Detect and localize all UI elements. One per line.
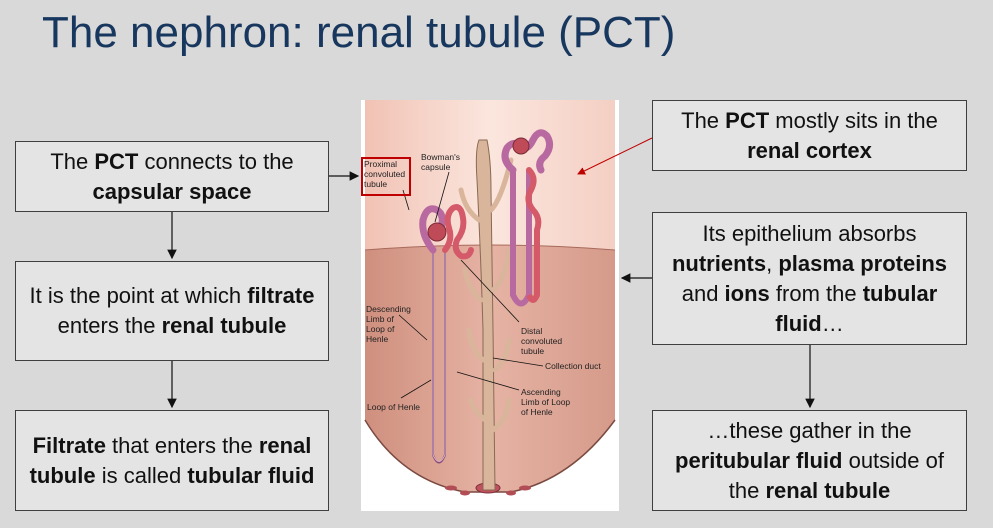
- label-distal-tubule: Distal convoluted tubule: [521, 326, 563, 356]
- bold-term: PCT: [725, 107, 770, 133]
- proximal-tubule-left: [419, 205, 446, 254]
- pct-connects-box: The PCT connects to the capsular space: [15, 141, 329, 212]
- bold-term: renal tubule: [765, 477, 891, 503]
- text-segment: …these gather in the: [707, 417, 912, 443]
- text-segment: is called: [95, 462, 188, 488]
- text-segment: outside of the: [728, 447, 944, 503]
- nephron-diagram: Proximal convoluted tubule Bowman's caps…: [361, 100, 619, 511]
- filtrate-entry-box: It is the point at which filtrate enters…: [15, 261, 329, 361]
- text-segment: from the: [769, 280, 863, 306]
- epithelium-absorbs-box: Its epithelium absorbs nutrients, plasma…: [652, 212, 967, 345]
- distal-tubule-right: [525, 167, 542, 298]
- peritubular-fluid-box: …these gather in the peritubular fluid o…: [652, 410, 967, 511]
- label-proximal-tubule: Proximal convoluted tubule: [364, 159, 406, 189]
- text-segment: mostly sits in the: [769, 107, 938, 133]
- box-text: The PCT connects to the capsular space: [24, 147, 320, 207]
- text-segment: that enters the: [105, 432, 259, 458]
- text-segment: connects to the: [138, 148, 294, 174]
- bold-term: Filtrate: [32, 432, 106, 458]
- distal-tubule-left: [442, 204, 474, 260]
- label-descending-limb: Descending Limb of Loop of Henle: [366, 304, 411, 344]
- text-segment: …: [821, 310, 844, 336]
- text-segment: The: [50, 148, 95, 174]
- text-segment: It is the point at which: [29, 283, 248, 308]
- box-text: Filtrate that enters the renal tubule is…: [24, 431, 320, 491]
- box-text: Its epithelium absorbs nutrients, plasma…: [661, 219, 958, 339]
- bold-term: plasma proteins: [778, 250, 948, 276]
- bold-term: filtrate: [247, 283, 315, 308]
- label-bowmans-capsule: Bowman's capsule: [421, 152, 460, 172]
- text-segment: Its epithelium absorbs: [702, 220, 917, 246]
- bold-term: tubular fluid: [775, 280, 938, 336]
- collecting-duct: [475, 139, 496, 491]
- label-loop-of-henle: Loop of Henle: [367, 402, 420, 412]
- glomerulus-right: [512, 137, 530, 155]
- proximal-highlight-box: [361, 157, 411, 196]
- box-text: It is the point at which filtrate enters…: [24, 281, 320, 341]
- tubular-fluid-box: Filtrate that enters the renal tubule is…: [15, 410, 329, 511]
- pointer-lines: [398, 171, 544, 399]
- bold-term: tubular fluid: [187, 462, 315, 488]
- bold-term: ions: [724, 280, 770, 306]
- bold-term: nutrients: [671, 250, 767, 276]
- text-segment: The: [681, 107, 726, 133]
- label-collection-duct: Collection duct: [545, 361, 601, 371]
- bold-term: PCT: [94, 148, 139, 174]
- bold-term: peritubular fluid: [675, 447, 843, 473]
- box-text: The PCT mostly sits in the renal cortex: [661, 106, 958, 166]
- bold-term: renal tubule: [29, 432, 312, 488]
- box-text: …these gather in the peritubular fluid o…: [661, 416, 958, 506]
- label-ascending-limb: Ascending Limb of Loop of Henle: [521, 387, 571, 417]
- glomerulus-left: [427, 222, 447, 242]
- renal-cortex-box: The PCT mostly sits in the renal cortex: [652, 100, 967, 171]
- nephron-illustration: [364, 100, 616, 496]
- text-segment: ,: [766, 250, 779, 276]
- bold-term: capsular space: [92, 178, 252, 204]
- bold-term: renal tubule: [161, 313, 287, 338]
- text-segment: and: [681, 280, 725, 306]
- slide-title: The nephron: renal tubule (PCT): [42, 8, 676, 57]
- proximal-tubule-right: [501, 129, 554, 174]
- text-segment: enters the: [57, 313, 162, 338]
- bold-term: renal cortex: [747, 137, 872, 163]
